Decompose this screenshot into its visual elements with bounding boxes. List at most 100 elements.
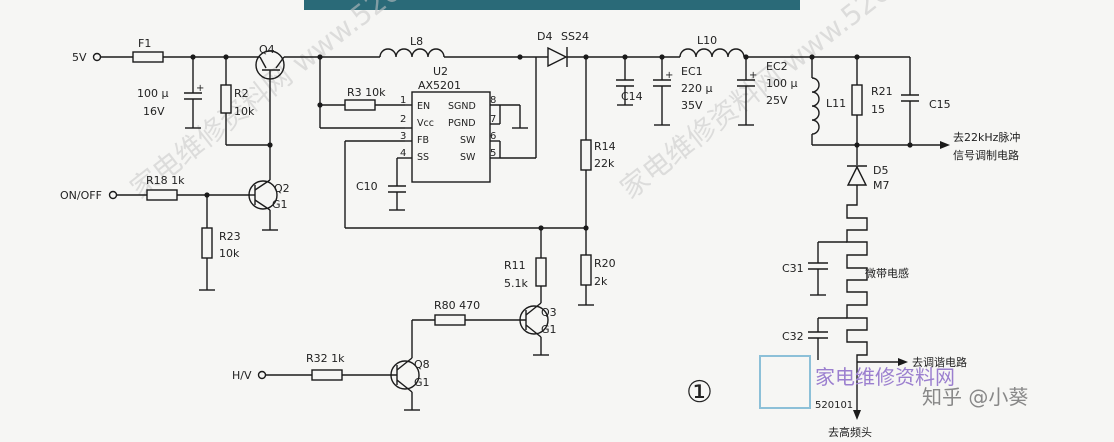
svg-text:8: 8 (490, 95, 496, 106)
svg-text:2: 2 (400, 114, 406, 125)
svg-text:SW: SW (460, 135, 476, 146)
label-micro-inductor: 微带电感 (865, 266, 909, 280)
svg-text:Q3: Q3 (541, 306, 557, 319)
svg-text:PGND: PGND (448, 118, 476, 129)
resistor-r23 (201, 227, 213, 259)
label-out-22k: 去22kHz脉冲 (953, 130, 1020, 144)
svg-text:C31: C31 (782, 262, 804, 275)
svg-text:G1: G1 (414, 376, 430, 389)
resistor-r11 (535, 257, 547, 287)
label-f1: F1 (138, 37, 151, 50)
svg-text:L11: L11 (826, 97, 846, 110)
fuse-f1 (132, 51, 164, 63)
site-logo: 家电维修资料网 520101 (759, 355, 955, 411)
figure-number: ① (686, 375, 713, 410)
svg-text:R18 1k: R18 1k (146, 174, 185, 187)
diode-d5 (846, 165, 868, 186)
arrow-out-22k (940, 141, 950, 149)
svg-text:10k: 10k (234, 105, 255, 118)
label-hv: H/V (232, 369, 252, 382)
svg-text:+: + (749, 70, 757, 81)
microstrip-inductor (846, 185, 868, 362)
svg-text:EC2: EC2 (766, 60, 788, 73)
resistor-r20 (580, 254, 592, 286)
terminal-hv (257, 370, 267, 380)
svg-text:R32 1k: R32 1k (306, 352, 345, 365)
svg-text:R14: R14 (594, 140, 616, 153)
inductor-l10 (679, 48, 745, 58)
resistor-r14 (580, 139, 592, 171)
svg-text:R21: R21 (871, 85, 893, 98)
svg-text:SS: SS (417, 152, 429, 163)
svg-text:Q8: Q8 (414, 358, 430, 371)
svg-text:520101: 520101 (815, 400, 853, 411)
svg-text:R2: R2 (234, 87, 249, 100)
svg-text:EN: EN (417, 101, 430, 112)
svg-text:C10: C10 (356, 180, 378, 193)
svg-text:25V: 25V (766, 94, 788, 107)
label-q4: Q4 (259, 43, 275, 56)
svg-text:SGND: SGND (448, 101, 476, 112)
svg-text:SW: SW (460, 152, 476, 163)
svg-text:R80 470: R80 470 (434, 299, 480, 312)
top-banner (304, 0, 800, 10)
svg-text:信号调制电路: 信号调制电路 (953, 149, 1019, 162)
inductor-l8 (379, 48, 445, 58)
svg-text:2k: 2k (594, 275, 608, 288)
svg-text:15: 15 (871, 103, 885, 116)
diode-d4 (547, 46, 568, 68)
svg-text:5: 5 (490, 148, 496, 159)
terminal-onoff (108, 190, 118, 200)
svg-text:SS24: SS24 (561, 30, 589, 43)
resistor-r80 (434, 314, 466, 326)
resistor-r3 (344, 99, 376, 111)
svg-text:G1: G1 (272, 198, 288, 211)
inductor-l11 (811, 77, 820, 135)
svg-text:Q2: Q2 (274, 182, 290, 195)
svg-text:去调谐电路: 去调谐电路 (912, 355, 967, 369)
zhihu-watermark: 知乎 @小葵 (922, 385, 1028, 409)
svg-text:100 μ: 100 μ (137, 87, 169, 100)
svg-text:R23: R23 (219, 230, 241, 243)
label-onoff: ON/OFF (60, 189, 102, 202)
svg-text:35V: 35V (681, 99, 703, 112)
arrow-out-hf (853, 410, 861, 420)
svg-text:+: + (196, 83, 204, 94)
svg-text:去高频头: 去高频头 (828, 425, 872, 439)
label-ic: AX5201 (418, 79, 461, 92)
svg-text:5.1k: 5.1k (504, 277, 528, 290)
svg-text:家电维修资料网: 家电维修资料网 (815, 365, 955, 389)
transistor-q2 (248, 180, 278, 210)
svg-text:10k: 10k (219, 247, 240, 260)
transistor-q8 (390, 360, 420, 390)
label-u2: U2 (433, 65, 448, 78)
svg-text:100 μ: 100 μ (766, 77, 798, 90)
svg-text:3: 3 (400, 131, 406, 142)
svg-text:EC1: EC1 (681, 65, 703, 78)
svg-text:R11: R11 (504, 259, 526, 272)
svg-text:22k: 22k (594, 157, 615, 170)
resistor-r21 (851, 84, 863, 116)
svg-text:+: + (665, 70, 673, 81)
svg-text:C15: C15 (929, 98, 951, 111)
svg-text:220 μ: 220 μ (681, 82, 713, 95)
svg-text:16V: 16V (143, 105, 165, 118)
arrow-out-tune (898, 358, 908, 366)
svg-text:7: 7 (490, 114, 496, 125)
svg-text:L8: L8 (410, 35, 423, 48)
resistor-r2 (220, 84, 232, 114)
svg-text:FB: FB (417, 135, 429, 146)
svg-text:M7: M7 (873, 179, 890, 192)
svg-text:C14: C14 (621, 90, 643, 103)
svg-text:R3 10k: R3 10k (347, 86, 386, 99)
svg-text:4: 4 (400, 148, 406, 159)
label-5v: 5V (72, 51, 87, 64)
svg-text:C32: C32 (782, 330, 804, 343)
svg-text:D4: D4 (537, 30, 552, 43)
svg-text:6: 6 (490, 131, 496, 142)
svg-text:L10: L10 (697, 34, 717, 47)
terminal-5v (92, 52, 102, 62)
svg-text:R20: R20 (594, 257, 616, 270)
